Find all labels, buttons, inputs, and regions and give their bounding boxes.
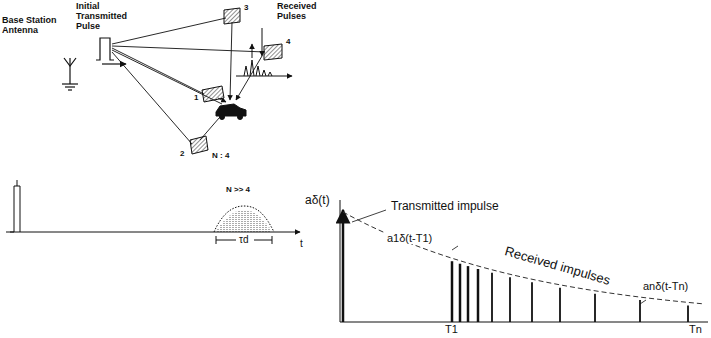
multipath-spike xyxy=(230,216,231,233)
multipath-spike xyxy=(236,212,237,232)
multipath-spike xyxy=(239,211,240,232)
building-symbols xyxy=(190,8,282,154)
multipath-spike xyxy=(260,217,261,232)
axis-label: Tn xyxy=(688,323,703,335)
callout-number: 3 xyxy=(244,4,248,13)
path-count: N >> 4 xyxy=(226,186,250,195)
multipath-spike xyxy=(242,210,243,232)
propagation-rays xyxy=(112,18,265,144)
impulse-line xyxy=(687,305,689,322)
axis-label: t xyxy=(300,238,303,249)
multipath-spike xyxy=(254,213,255,232)
impulse-line xyxy=(491,273,493,322)
multipath-spike xyxy=(221,225,222,232)
delay-spread-timeline xyxy=(6,180,300,244)
multipath-spike xyxy=(269,228,270,232)
impulse-line xyxy=(639,300,641,322)
axis-label: T1 xyxy=(444,323,459,335)
multipath-spike xyxy=(266,224,267,232)
decay-envelope xyxy=(343,212,703,304)
received-pulses xyxy=(236,28,292,76)
impulse-line xyxy=(467,266,470,322)
multipath-spike xyxy=(227,218,228,232)
multipath-spike xyxy=(257,215,258,232)
impulse-response-chart xyxy=(340,200,708,322)
impulse-formula: a1δ(t-T1) xyxy=(386,232,433,244)
multipath-spikes xyxy=(218,210,269,232)
pulses-label: Received Pulses xyxy=(276,2,330,22)
impulse-line xyxy=(531,282,533,322)
car-symbol xyxy=(216,104,246,120)
impulse-line xyxy=(594,294,596,322)
impulse-line xyxy=(509,277,511,322)
antenna-symbol xyxy=(62,58,78,90)
path-count: N : 4 xyxy=(212,152,229,161)
multipath-spike xyxy=(248,210,249,232)
multipath-spike xyxy=(224,221,225,232)
delay-spread: τd xyxy=(238,234,250,245)
impulse-formula: anδ(t-Tn) xyxy=(642,280,689,292)
impulse-line xyxy=(459,264,462,322)
callout-number: 4 xyxy=(286,38,290,47)
multipath-spike xyxy=(233,213,234,232)
multipath-spike xyxy=(263,220,264,232)
callout-number: 1 xyxy=(194,94,198,103)
impulse-formula: aδ(t) xyxy=(304,194,331,207)
multipath-spike xyxy=(251,211,252,232)
pulse-label: Initial Transmitted Pulse xyxy=(76,2,138,32)
antenna-label: Base Station Antenna xyxy=(2,16,66,36)
callout-label: Transmitted impulse xyxy=(390,200,500,213)
callout-number: 2 xyxy=(180,150,184,159)
impulse-line xyxy=(477,269,480,322)
impulse-line xyxy=(559,288,561,322)
multipath-spike xyxy=(245,210,246,232)
impulse-line xyxy=(451,261,454,322)
multipath-spike xyxy=(218,229,219,232)
callout-label: Received impulses xyxy=(502,244,613,288)
